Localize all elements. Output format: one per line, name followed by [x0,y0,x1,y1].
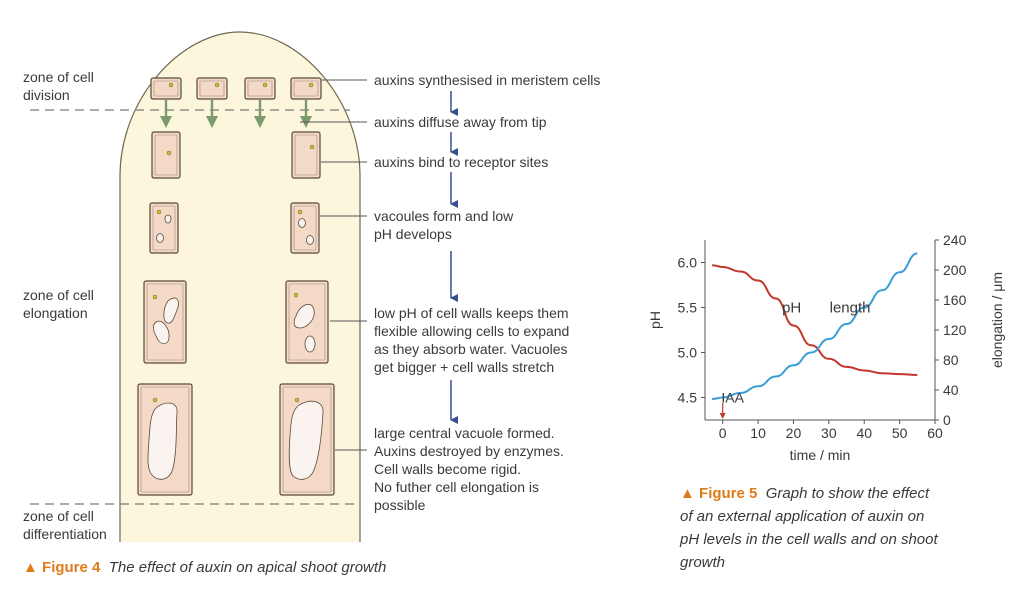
series-label-length: length [830,300,871,317]
elongating-cells [143,280,329,364]
caption-triangle-icon: ▲ [680,485,695,502]
step-label-2: auxins diffuse away from tip [374,114,547,130]
x-tick-label: 0 [719,425,727,441]
x-tick-label: 10 [750,425,766,441]
step-label-3: auxins bind to receptor sites [374,154,549,170]
chart-series [712,252,918,419]
annotation-iaa: IAA [721,390,744,406]
left-y-tick-label: 5.0 [678,345,698,361]
meristem-cells [150,77,322,100]
left-y-tick-label: 5.5 [678,300,698,316]
step-label-5: low pH of cell walls keeps them flexible… [374,305,570,375]
receptor-cells [151,131,321,179]
mature-cells [137,383,335,496]
right-y-tick-label: 80 [943,352,959,368]
left-y-tick-label: 6.0 [678,255,698,271]
zone-label-differentiation: zone of cell differentiation [23,508,107,542]
x-tick-label: 50 [892,425,908,441]
series-line-length [712,252,918,400]
caption-triangle-icon: ▲ [23,559,38,576]
leader-lines [300,79,367,451]
x-tick-label: 30 [821,425,837,441]
figure5-chart: 0 10 20 30 40 50 60 4.5 5.0 5.5 6.0 0 40 80 120 160 200 2… [647,232,1005,463]
right-y-axis-title: elongation / μm [989,272,1005,368]
x-tick-label: 40 [856,425,872,441]
zone-label-elongation: zone of cell elongation [23,287,94,321]
x-tick-label: 20 [786,425,802,441]
right-y-tick-label: 200 [943,262,967,278]
step-label-6: large central vacuole formed. Auxins des… [374,425,564,513]
chart-axes [701,239,939,424]
right-y-tick-label: 120 [943,322,967,338]
vacuole-forming-cells [149,202,320,254]
zone-label-division: zone of cell division [23,69,94,103]
series-label-ph: pH [782,300,801,317]
step-label-4: vacoules form and low pH develops [374,208,514,242]
step-label-1: auxins synthesised in meristem cells [374,72,601,88]
x-tick-label: 60 [927,425,943,441]
right-y-tick-label: 160 [943,292,967,308]
left-y-axis-title: pH [647,311,663,329]
right-y-tick-label: 40 [943,382,959,398]
figure5-caption: ▲ Figure 5 Graph to show the effect of a… [680,485,938,571]
right-y-tick-label: 240 [943,232,967,248]
right-y-tick-label: 0 [943,412,951,428]
chart-labels: 0 10 20 30 40 50 60 4.5 5.0 5.5 6.0 0 40 80 120 160 200 2… [647,232,1005,463]
series-line-ph [712,264,918,376]
iaa-arrow-head-icon [719,413,726,419]
figure4-diagram [30,31,458,542]
figure4-caption: ▲ Figure 4 The effect of auxin on apical… [23,559,387,576]
x-axis-title: time / min [790,447,851,463]
left-y-tick-label: 4.5 [678,390,698,406]
